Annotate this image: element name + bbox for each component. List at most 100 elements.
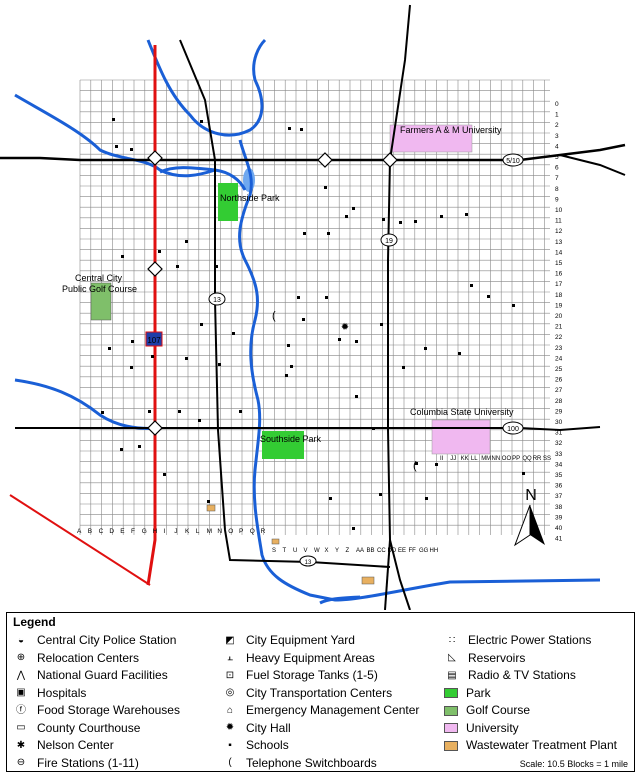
- row-label: 25: [555, 366, 563, 373]
- column-label: W: [314, 548, 320, 554]
- column-label: E: [120, 528, 125, 535]
- facility-marker: [303, 232, 306, 235]
- facility-marker: [297, 296, 300, 299]
- legend-label: Reservoirs: [468, 650, 526, 665]
- facility-marker: [239, 410, 242, 413]
- wastewater-marker: [271, 538, 280, 545]
- row-label: 1: [555, 112, 559, 119]
- facility-marker: [120, 448, 123, 451]
- highway-east-ne: [559, 154, 626, 176]
- column-label: LL: [471, 456, 478, 462]
- row-label: 28: [555, 398, 563, 405]
- row-label: 15: [555, 260, 563, 267]
- wastewater-marker: [361, 576, 375, 585]
- column-label: L: [196, 528, 200, 535]
- facility-marker: [185, 357, 188, 360]
- facility-marker: [232, 332, 235, 335]
- column-label: U: [293, 548, 297, 554]
- golf-course-area: [90, 282, 112, 321]
- emergency-icon: ⌂: [226, 704, 234, 716]
- column-label: D: [109, 528, 114, 535]
- legend-item: Golf Course: [444, 703, 530, 717]
- svg-text:5/10: 5/10: [506, 158, 520, 165]
- park-swatch: [444, 688, 458, 699]
- facility-marker: [372, 427, 375, 430]
- legend-label: City Equipment Yard: [246, 633, 355, 647]
- legend-label: Heavy Equipment Areas: [246, 650, 375, 665]
- column-label: I: [163, 528, 165, 535]
- legend-label: City Transportation Centers: [246, 685, 393, 700]
- facility-marker: [148, 410, 151, 413]
- column-label: MM: [481, 456, 491, 462]
- facility-marker: [414, 220, 417, 223]
- column-label: F: [131, 528, 135, 535]
- row-label: 21: [555, 324, 563, 331]
- facility-marker: [355, 395, 358, 398]
- facility-marker: [215, 265, 218, 268]
- column-label: HH: [430, 548, 439, 554]
- column-label: J: [174, 528, 177, 535]
- legend-item: ✱Nelson Center: [13, 738, 114, 752]
- label-farmers-university: Farmers A & M University: [400, 125, 502, 135]
- facility-marker: [522, 472, 525, 475]
- city-hall-marker: ✹: [341, 322, 349, 333]
- column-label: C: [99, 528, 104, 535]
- facility-marker: [470, 284, 473, 287]
- row-label: 6: [555, 165, 559, 172]
- legend-label: Park: [466, 685, 491, 700]
- legend-label: County Courthouse: [37, 720, 141, 735]
- facility-marker: [458, 352, 461, 355]
- facility-marker: [151, 355, 154, 358]
- column-label: S: [272, 548, 276, 554]
- city-map: 107 5/10 19 13 100 13 Farmers A & M Univ…: [0, 4, 626, 610]
- facility-marker: [287, 344, 290, 347]
- shield-13: 13: [208, 292, 226, 306]
- column-label: SS: [543, 456, 551, 462]
- label-northside-park: Northside Park: [220, 193, 280, 203]
- facility-marker: [327, 232, 330, 235]
- column-label: M: [207, 528, 212, 535]
- row-label: 31: [555, 430, 563, 437]
- river-lower-east: [319, 595, 361, 605]
- facility-marker: [200, 120, 203, 123]
- facility-marker: [115, 145, 118, 148]
- shield-19: 19: [380, 233, 398, 247]
- facility-marker: [218, 363, 221, 366]
- facility-marker: [329, 497, 332, 500]
- row-label: 22: [555, 334, 563, 341]
- facility-marker: [338, 338, 341, 341]
- facility-marker: [352, 207, 355, 210]
- shield-100: 100: [502, 421, 524, 435]
- legend-label: Central City Police Station: [37, 633, 177, 647]
- svg-text:N: N: [525, 487, 537, 504]
- facility-marker: [178, 410, 181, 413]
- label-columbia-university: Columbia State University: [410, 407, 514, 417]
- facility-marker: [440, 215, 443, 218]
- column-label: H: [153, 528, 158, 535]
- legend-label: Relocation Centers: [37, 650, 140, 665]
- power-station-icon: ∷: [448, 634, 456, 646]
- row-label: 8: [555, 186, 559, 193]
- row-label: 30: [555, 419, 563, 426]
- row-label: 13: [555, 239, 563, 246]
- facility-marker: [302, 318, 305, 321]
- north-arrow-icon: N: [513, 487, 545, 547]
- legend-item: (Telephone Switchboards: [222, 755, 377, 770]
- legend-item: ⊡Fuel Storage Tanks (1-5): [222, 668, 378, 682]
- row-label: 3: [555, 133, 559, 140]
- legend-label: Fuel Storage Tanks (1-5): [246, 668, 378, 682]
- facility-marker: [380, 323, 383, 326]
- facility-marker: [465, 213, 468, 216]
- row-label: 37: [555, 493, 563, 500]
- facility-marker: [425, 497, 428, 500]
- row-label: 36: [555, 483, 563, 490]
- row-label: 14: [555, 249, 563, 256]
- highway-north: [387, 4, 411, 610]
- legend-label: Telephone Switchboards: [246, 755, 377, 770]
- interstate-107-sw: [9, 494, 151, 586]
- facility-marker: [424, 347, 427, 350]
- row-label: 5: [555, 154, 559, 161]
- legend-title: Legend: [13, 615, 56, 629]
- legend-panel: Legend ◒Central City Police Station⊕Relo…: [6, 612, 635, 772]
- legend-item: ⫠Heavy Equipment Areas: [222, 651, 375, 665]
